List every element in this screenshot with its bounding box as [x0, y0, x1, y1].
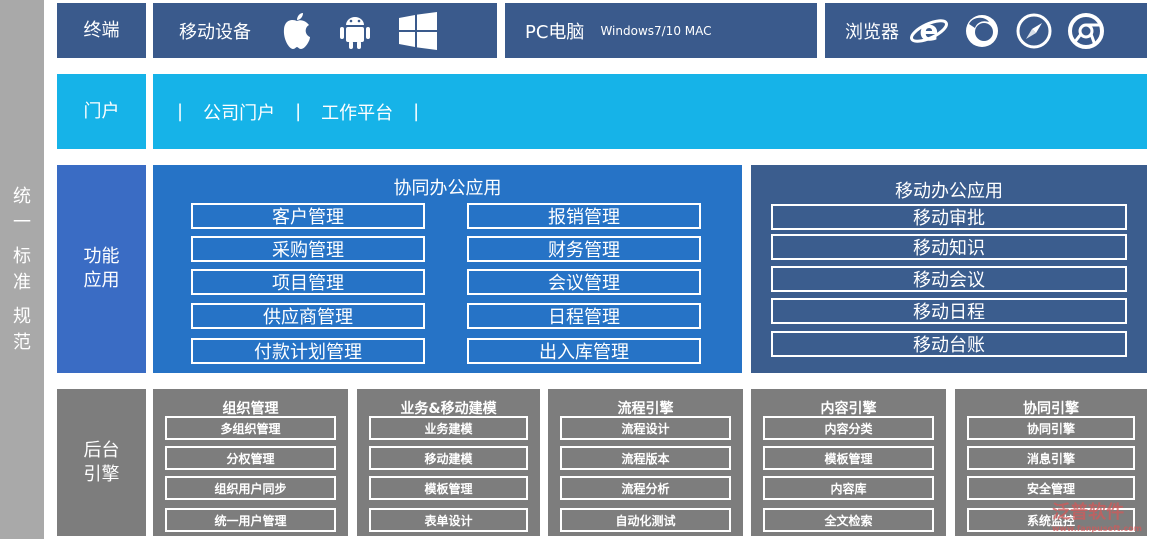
apple-icon — [279, 11, 315, 51]
mobile-devices-section: 移动设备 — [153, 3, 497, 58]
portal-label-text: 门户 — [83, 100, 120, 122]
windows-icon — [397, 11, 439, 50]
function-label-line1: 功能 — [83, 246, 120, 267]
watermark-url: www.fanpusoft.com — [1052, 524, 1142, 533]
engine-item[interactable]: 移动建模 — [369, 446, 528, 470]
engine-item[interactable]: 多组织管理 — [165, 416, 336, 440]
engine-group-modeling: 业务&移动建模 业务建模 移动建模 模板管理 表单设计 — [357, 389, 540, 536]
engine-group-workflow: 流程引擎 流程设计 流程版本 流程分析 自动化测试 — [548, 389, 743, 536]
ie-icon: e — [909, 13, 949, 49]
engine-item[interactable]: 消息引擎 — [967, 446, 1135, 470]
engine-item[interactable]: 流程分析 — [560, 476, 731, 500]
engine-item[interactable]: 内容库 — [763, 476, 934, 500]
engine-item[interactable]: 业务建模 — [369, 416, 528, 440]
engine-item[interactable]: 模板管理 — [763, 446, 934, 470]
engine-item[interactable]: 表单设计 — [369, 508, 528, 532]
engine-item[interactable]: 自动化测试 — [560, 508, 731, 532]
mobile-item-approval[interactable]: 移动审批 — [771, 204, 1127, 230]
pc-os-label: Windows7/10 MAC — [600, 23, 712, 38]
backend-label: 后台 引擎 — [57, 389, 146, 536]
side-char: 一 — [13, 211, 31, 233]
engine-item[interactable]: 安全管理 — [967, 476, 1135, 500]
chrome-icon — [1067, 12, 1105, 50]
collab-title: 协同办公应用 — [393, 178, 502, 199]
portal-separator: | — [177, 101, 184, 122]
engine-group-collab: 协同引擎 协同引擎 消息引擎 安全管理 系统监控 — [955, 389, 1147, 536]
mobile-label: 移动设备 — [179, 21, 251, 43]
safari-icon — [1015, 12, 1053, 50]
engine-item[interactable]: 内容分类 — [763, 416, 934, 440]
mobile-item-meeting[interactable]: 移动会议 — [771, 266, 1127, 292]
function-label-line2: 应用 — [83, 270, 120, 291]
engine-item[interactable]: 统一用户管理 — [165, 508, 336, 532]
portal-separator: | — [413, 101, 420, 122]
portal-bar: | 公司门户 | 工作平台 | — [153, 74, 1147, 149]
backend-label-line2: 引擎 — [83, 463, 120, 485]
engine-group-title: 业务&移动建模 — [400, 401, 497, 417]
portal-item-company[interactable]: 公司门户 — [203, 102, 276, 124]
mobile-panel: 移动办公应用 移动审批 移动知识 移动会议 移动日程 移动台账 — [751, 165, 1147, 373]
portal-label: 门户 — [57, 74, 146, 149]
engine-item[interactable]: 协同引擎 — [967, 416, 1135, 440]
android-icon — [337, 11, 373, 51]
collab-item-schedule[interactable]: 日程管理 — [467, 303, 701, 329]
collab-item-payment-plan[interactable]: 付款计划管理 — [191, 338, 425, 364]
svg-text:e: e — [920, 14, 939, 47]
engine-item[interactable]: 分权管理 — [165, 446, 336, 470]
engine-item[interactable]: 组织用户同步 — [165, 476, 336, 500]
terminal-label: 终端 — [57, 3, 146, 58]
side-char: 标 — [13, 245, 31, 267]
side-char: 准 — [13, 271, 31, 293]
engine-group-title: 流程引擎 — [617, 401, 674, 417]
collab-item-finance[interactable]: 财务管理 — [467, 236, 701, 262]
side-char: 规 — [13, 305, 31, 327]
browser-label: 浏览器 — [845, 21, 899, 43]
engine-item[interactable]: 系统监控 — [967, 508, 1135, 532]
collab-item-project[interactable]: 项目管理 — [191, 269, 425, 295]
backend-label-line1: 后台 — [83, 439, 120, 461]
portal-item-workbench[interactable]: 工作平台 — [321, 102, 394, 124]
engine-item[interactable]: 模板管理 — [369, 476, 528, 500]
collab-item-supplier[interactable]: 供应商管理 — [191, 303, 425, 329]
firefox-icon — [963, 12, 1001, 50]
collab-item-meeting[interactable]: 会议管理 — [467, 269, 701, 295]
collab-item-purchase[interactable]: 采购管理 — [191, 236, 425, 262]
browser-section: 浏览器 e — [825, 3, 1147, 58]
pc-label: PC电脑 — [525, 21, 585, 43]
watermark-logo: 泛普软件 www.fanpusoft.com — [1052, 498, 1142, 533]
engine-group-title: 协同引擎 — [1023, 401, 1079, 417]
engine-item[interactable]: 流程版本 — [560, 446, 731, 470]
engine-group-content: 内容引擎 内容分类 模板管理 内容库 全文检索 — [751, 389, 946, 536]
collab-item-customer[interactable]: 客户管理 — [191, 203, 425, 229]
pc-section: PC电脑 Windows7/10 MAC — [505, 3, 817, 58]
side-char: 范 — [13, 331, 31, 353]
engine-group-title: 内容引擎 — [820, 401, 877, 417]
engine-item[interactable]: 全文检索 — [763, 508, 934, 532]
engine-group-title: 组织管理 — [222, 401, 279, 417]
side-label: 统 一 标 准 规 范 — [0, 0, 44, 539]
function-label: 功能 应用 — [57, 165, 146, 373]
mobile-item-ledger[interactable]: 移动台账 — [771, 331, 1127, 357]
mobile-item-knowledge[interactable]: 移动知识 — [771, 234, 1127, 260]
collab-panel: 协同办公应用 客户管理 采购管理 项目管理 供应商管理 付款计划管理 报销管理 … — [153, 165, 742, 373]
mobile-item-schedule[interactable]: 移动日程 — [771, 298, 1127, 324]
collab-item-inventory[interactable]: 出入库管理 — [467, 338, 701, 364]
engine-group-org: 组织管理 多组织管理 分权管理 组织用户同步 统一用户管理 — [153, 389, 348, 536]
side-char: 统 — [13, 185, 31, 207]
portal-separator: | — [295, 101, 302, 122]
collab-item-reimbursement[interactable]: 报销管理 — [467, 203, 701, 229]
mobile-title: 移动办公应用 — [895, 181, 1003, 202]
engine-item[interactable]: 流程设计 — [560, 416, 731, 440]
terminal-label-text: 终端 — [83, 19, 120, 41]
watermark-text: 泛普软件 — [1052, 502, 1125, 523]
